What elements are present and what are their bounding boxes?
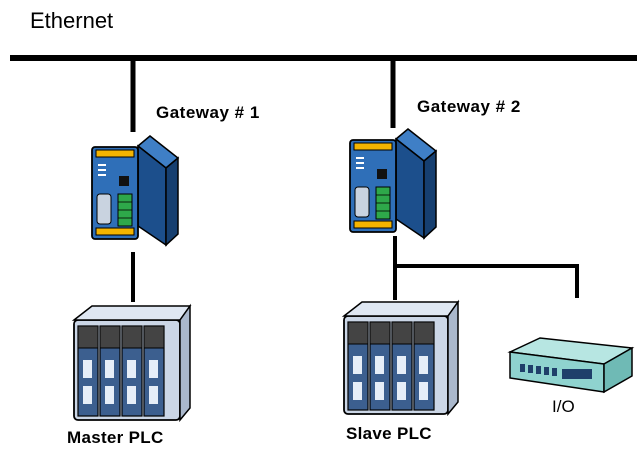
gateway1-label: Gateway # 1 <box>156 103 260 122</box>
ethernet-label: Ethernet <box>30 8 114 33</box>
master-plc-device <box>71 303 192 423</box>
master-plc-label: Master PLC <box>67 428 164 447</box>
gateway1-device <box>91 135 180 247</box>
io-label: I/O <box>552 397 575 416</box>
slave-plc-device <box>341 299 460 417</box>
gateway2-device <box>349 128 438 240</box>
slave-plc-label: Slave PLC <box>346 424 432 443</box>
gateway2-label: Gateway # 2 <box>417 97 521 116</box>
gateway2-to-slave-io-line <box>393 264 579 300</box>
io-device <box>507 337 635 394</box>
